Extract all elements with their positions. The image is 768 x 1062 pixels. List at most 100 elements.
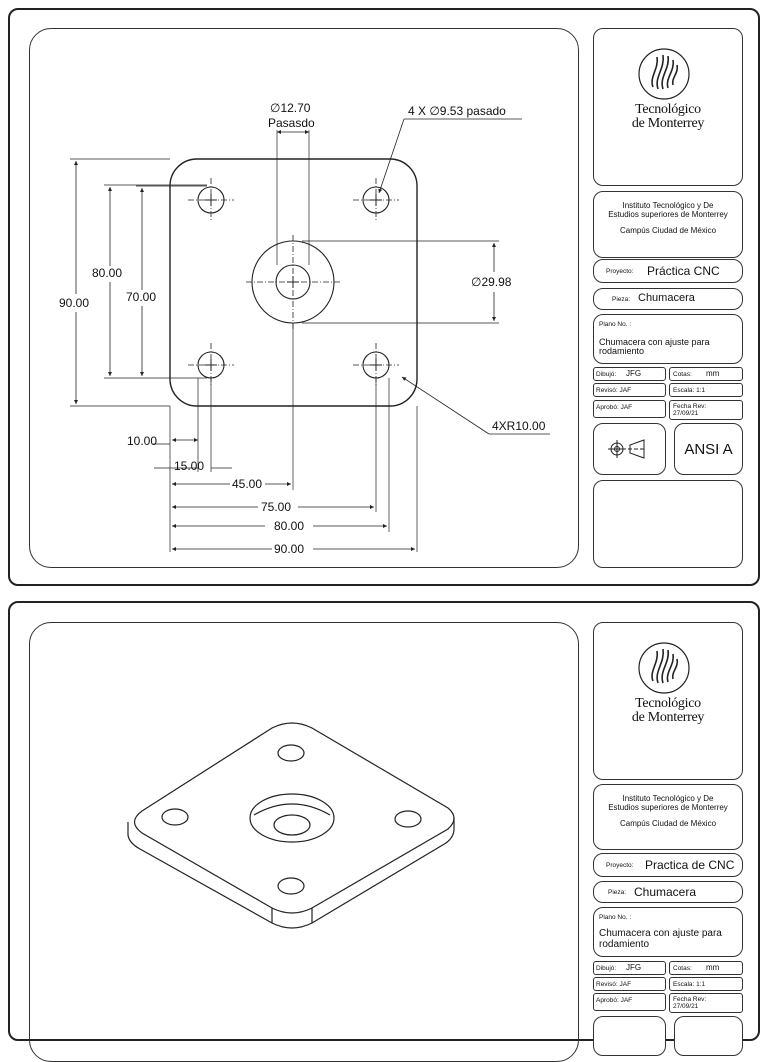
drawing-title-cont: rodamiento bbox=[599, 939, 650, 950]
institution-name: Estudios superiores de Monterrey bbox=[608, 210, 728, 219]
project-label: Proyecto: bbox=[606, 268, 634, 275]
project-field: Proyecto: Práctica CNC bbox=[593, 259, 743, 283]
logo-panel: Tecnológico de Monterrey bbox=[593, 622, 743, 780]
revision-date-label: Fecha Rev: bbox=[673, 403, 707, 410]
part-value: Chumacera bbox=[638, 292, 695, 304]
revision-date-cell: Fecha Rev: 27/09/21 bbox=[669, 993, 743, 1013]
flame-logo-icon bbox=[638, 48, 690, 100]
corner-hole bbox=[394, 810, 422, 828]
approved-by: Aprobó: JAF bbox=[596, 404, 633, 411]
approved-by: Aprobó: JAF bbox=[596, 997, 633, 1004]
third-angle-projection-icon bbox=[608, 439, 646, 459]
drawing-sheet-1: ∅12.70 Pasasdo 4 X ∅9.53 pasado ∅29.98 8… bbox=[8, 8, 760, 586]
institution-name: Instituto Tecnológico y De bbox=[622, 201, 714, 210]
center-hole bbox=[273, 814, 311, 836]
scale: Escala: 1:1 bbox=[673, 981, 706, 988]
campus-name: Campús Ciudad de México bbox=[619, 226, 717, 235]
plate-side-face bbox=[127, 817, 455, 929]
notes-panel bbox=[593, 480, 743, 568]
drawing-title-cont: rodamiento bbox=[599, 346, 645, 356]
paper-standard: ANSI A bbox=[684, 441, 733, 458]
institution-name: Instituto Tecnológico y De bbox=[622, 794, 714, 803]
corner-hole bbox=[277, 877, 305, 895]
revision-date: 27/09/21 bbox=[673, 410, 699, 417]
revision-date-cell: Fecha Rev: 27/09/21 bbox=[669, 400, 743, 420]
reviewed-by: Revisó: JAF bbox=[596, 387, 632, 394]
standard-panel: ANSI A bbox=[674, 423, 743, 475]
drawing-area: ∅12.70 Pasasdo 4 X ∅9.53 pasado ∅29.98 8… bbox=[29, 28, 579, 568]
drawn-by-label: Dibujó: bbox=[596, 371, 617, 378]
units-value: mm bbox=[706, 963, 720, 972]
scale: Escala: 1:1 bbox=[673, 387, 706, 394]
institution-panel: Instituto Tecnológico y De Estudios supe… bbox=[593, 191, 743, 258]
drawn-by-label: Dibujó: bbox=[596, 965, 617, 972]
drawn-by-value: JFG bbox=[626, 963, 642, 972]
logo-text: de Monterrey bbox=[631, 710, 705, 725]
revision-date: 27/09/21 bbox=[673, 1003, 699, 1010]
institution-name: Estudios superiores de Monterrey bbox=[608, 803, 728, 812]
part-label: Pieza: bbox=[608, 889, 627, 896]
reviewed-by-cell: Revisó: JAF bbox=[593, 383, 666, 397]
flame-logo-icon bbox=[638, 642, 690, 694]
logo-text: de Monterrey bbox=[631, 116, 705, 131]
drawing-title: Chumacera con ajuste para bbox=[599, 337, 710, 347]
dim-70-vertical: 70.00 bbox=[126, 290, 156, 304]
plate-top-face bbox=[133, 722, 455, 914]
campus-name: Campús Ciudad de México bbox=[619, 819, 717, 828]
reviewed-by: Revisó: JAF bbox=[596, 981, 632, 988]
dim-90-horizontal: 90.00 bbox=[274, 542, 304, 556]
logo-text: Tecnológico bbox=[635, 102, 701, 117]
drawn-by-cell: Dibujó: JFG bbox=[593, 367, 666, 381]
standard-panel bbox=[674, 1016, 743, 1056]
corner-hole bbox=[277, 744, 305, 762]
counterbore bbox=[249, 793, 335, 843]
reviewed-by-cell: Revisó: JAF bbox=[593, 977, 666, 991]
drawing-number-label: Plano No. : bbox=[599, 914, 632, 921]
projection-symbol-panel bbox=[593, 1016, 666, 1056]
dim-90-vertical: 90.00 bbox=[59, 296, 89, 310]
counterbore-dim: ∅29.98 bbox=[471, 275, 512, 289]
drawing-sheet-2: Tecnológico de Monterrey Instituto Tecno… bbox=[8, 601, 760, 1062]
part-field: Pieza: Chumacera bbox=[593, 881, 743, 903]
isometric-view bbox=[127, 722, 455, 929]
drawing-title: Chumacera con ajuste para bbox=[599, 928, 722, 939]
part-field: Pieza: Chumacera bbox=[593, 288, 743, 310]
dim-80-vertical: 80.00 bbox=[92, 266, 122, 280]
logo-panel: Tecnológico de Monterrey bbox=[593, 28, 743, 186]
drawn-by-cell: Dibujó: JFG bbox=[593, 961, 666, 975]
drawing-number-label: Plano No. : bbox=[599, 321, 632, 328]
dim-15: 15.00 bbox=[174, 459, 204, 473]
holes-dim: 4 X ∅9.53 pasado bbox=[408, 104, 506, 118]
dim-45: 45.00 bbox=[232, 477, 262, 491]
scale-cell: Escala: 1:1 bbox=[669, 383, 743, 397]
units-cell: Cotas: mm bbox=[669, 367, 743, 381]
dim-75: 75.00 bbox=[261, 500, 291, 514]
project-field: Proyecto: Practica de CNC bbox=[593, 853, 743, 877]
center-hole-dim: ∅12.70 bbox=[270, 101, 311, 115]
approved-by-cell: Aprobó: JAF bbox=[593, 400, 666, 418]
units-value: mm bbox=[706, 369, 720, 378]
revision-date-label: Fecha Rev: bbox=[673, 996, 707, 1003]
drawing-number-field: Plano No. : Chumacera con ajuste para ro… bbox=[593, 314, 743, 364]
corner-hole bbox=[161, 808, 189, 826]
project-value: Practica de CNC bbox=[645, 858, 735, 872]
part-value: Chumacera bbox=[634, 885, 697, 899]
dim-80-horizontal: 80.00 bbox=[274, 519, 304, 533]
radius-dim: 4XR10.00 bbox=[492, 419, 546, 433]
orthographic-view: ∅12.70 Pasasdo 4 X ∅9.53 pasado ∅29.98 8… bbox=[59, 101, 550, 556]
logo-text: Tecnológico bbox=[635, 696, 701, 711]
project-value: Práctica CNC bbox=[647, 264, 720, 278]
part-label: Pieza: bbox=[612, 296, 631, 303]
projection-symbol-panel bbox=[593, 423, 666, 475]
units-label: Cotas: bbox=[673, 965, 692, 972]
dim-10: 10.00 bbox=[127, 434, 157, 448]
scale-cell: Escala: 1:1 bbox=[669, 977, 743, 991]
approved-by-cell: Aprobó: JAF bbox=[593, 993, 666, 1011]
drawn-by-value: JFG bbox=[626, 369, 642, 378]
project-label: Proyecto: bbox=[606, 862, 634, 869]
units-label: Cotas: bbox=[673, 371, 692, 378]
institution-panel: Instituto Tecnológico y De Estudios supe… bbox=[593, 784, 743, 850]
plate-outline bbox=[169, 158, 418, 407]
units-cell: Cotas: mm bbox=[669, 961, 743, 975]
drawing-area bbox=[29, 622, 579, 1062]
